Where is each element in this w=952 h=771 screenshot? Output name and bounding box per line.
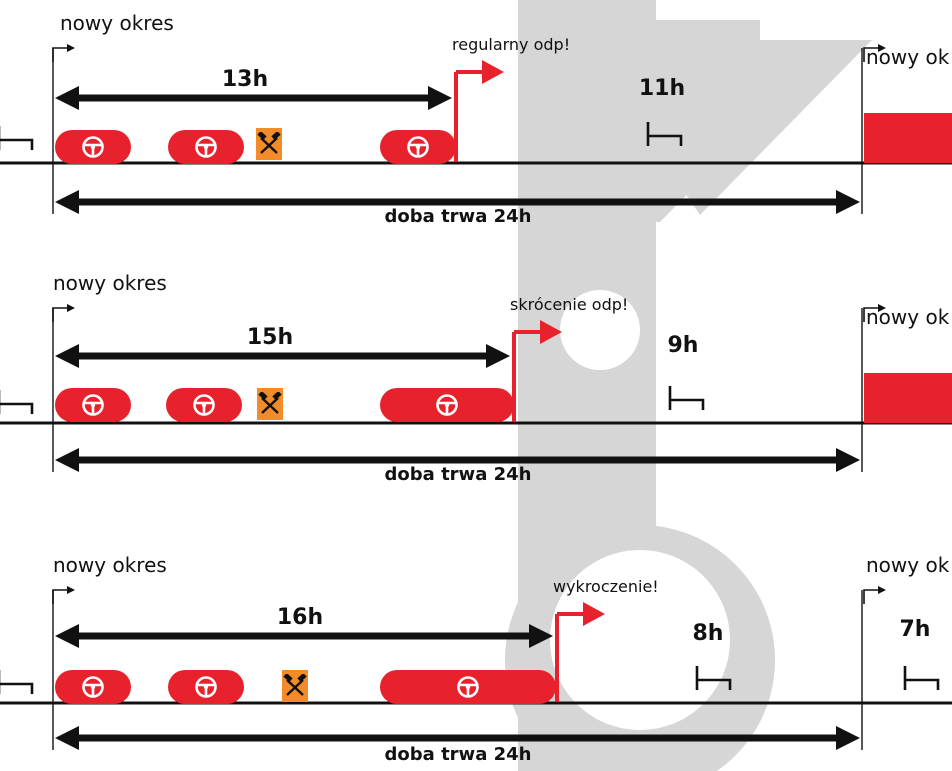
duty-span-arrow-left-head <box>55 86 79 110</box>
flag-label: regularny odp! <box>452 35 570 54</box>
timeline-row-1: nowy okres nowy ok 13h regularny odp! 11h dob… <box>0 11 952 227</box>
day-duration-label: doba trwa 24h <box>385 464 532 485</box>
duty-span-arrow-right-head <box>529 624 553 648</box>
day-span-arrow-right-head <box>836 726 860 750</box>
duty-duration-label: 13h <box>222 67 268 92</box>
bed-icon <box>668 384 705 412</box>
new-period-arrow <box>52 47 69 62</box>
rest-duration-label: 9h <box>668 333 699 358</box>
new-period-arrow-head <box>67 304 75 312</box>
duty-duration-label: 15h <box>247 325 293 350</box>
timeline-row-2: nowy okres nowy ok 15h skrócenie odp! 9h doba… <box>0 271 952 485</box>
day-duration-label: doba trwa 24h <box>385 744 532 765</box>
day-span-arrow-right-head <box>836 448 860 472</box>
flag-label: wykroczenie! <box>553 577 659 596</box>
next-period-label: nowy ok <box>866 553 950 577</box>
day-span-arrow-right-head <box>836 190 860 214</box>
watermark-logo <box>505 0 872 771</box>
red-flag-arrow-icon <box>583 602 605 626</box>
new-period-label: nowy okres <box>60 11 174 35</box>
red-flag-arrow-icon <box>482 60 504 84</box>
duty-span-arrow-left-head <box>55 344 79 368</box>
duty-span-arrow-right-head <box>486 344 510 368</box>
duty-span-arrow-right-head <box>428 86 452 110</box>
next-period-arrow <box>863 589 880 604</box>
day-duration-label: doba trwa 24h <box>385 206 532 227</box>
next-period-arrow <box>863 307 880 322</box>
duty-span-arrow-left-head <box>55 624 79 648</box>
red-flag-arrow-icon <box>540 320 562 344</box>
bed-icon <box>0 388 34 416</box>
new-period-arrow-head <box>67 586 75 594</box>
rest-duration-label: 8h <box>693 621 724 646</box>
duty-duration-label: 16h <box>277 605 323 630</box>
new-period-arrow <box>52 307 69 322</box>
next-period-arrow-head <box>878 44 886 52</box>
day-span-arrow-left-head <box>55 448 79 472</box>
next-period-driving-block <box>864 113 952 163</box>
new-period-label: nowy okres <box>53 553 167 577</box>
new-period-label: nowy okres <box>53 271 167 295</box>
bed-icon <box>0 124 34 152</box>
flag-label: skrócenie odp! <box>510 295 628 314</box>
next-period-arrow <box>863 47 880 62</box>
next-period-label: nowy ok <box>866 305 950 329</box>
timeline-row-3: nowy okres nowy ok 16h wykroczenie! 8h 7h doba… <box>0 553 952 765</box>
next-period-arrow-head <box>878 586 886 594</box>
rest-duration-label: 11h <box>639 76 685 101</box>
new-period-arrow-head <box>67 44 75 52</box>
next-period-driving-block <box>864 373 952 423</box>
bed-icon <box>0 668 34 696</box>
day-span-arrow-left-head <box>55 190 79 214</box>
day-span-arrow-left-head <box>55 726 79 750</box>
bed-icon <box>903 664 940 692</box>
next-period-arrow-head <box>878 304 886 312</box>
next-period-label: nowy ok <box>866 45 950 69</box>
new-period-arrow <box>52 589 69 604</box>
next-rest-duration-label: 7h <box>900 617 931 642</box>
